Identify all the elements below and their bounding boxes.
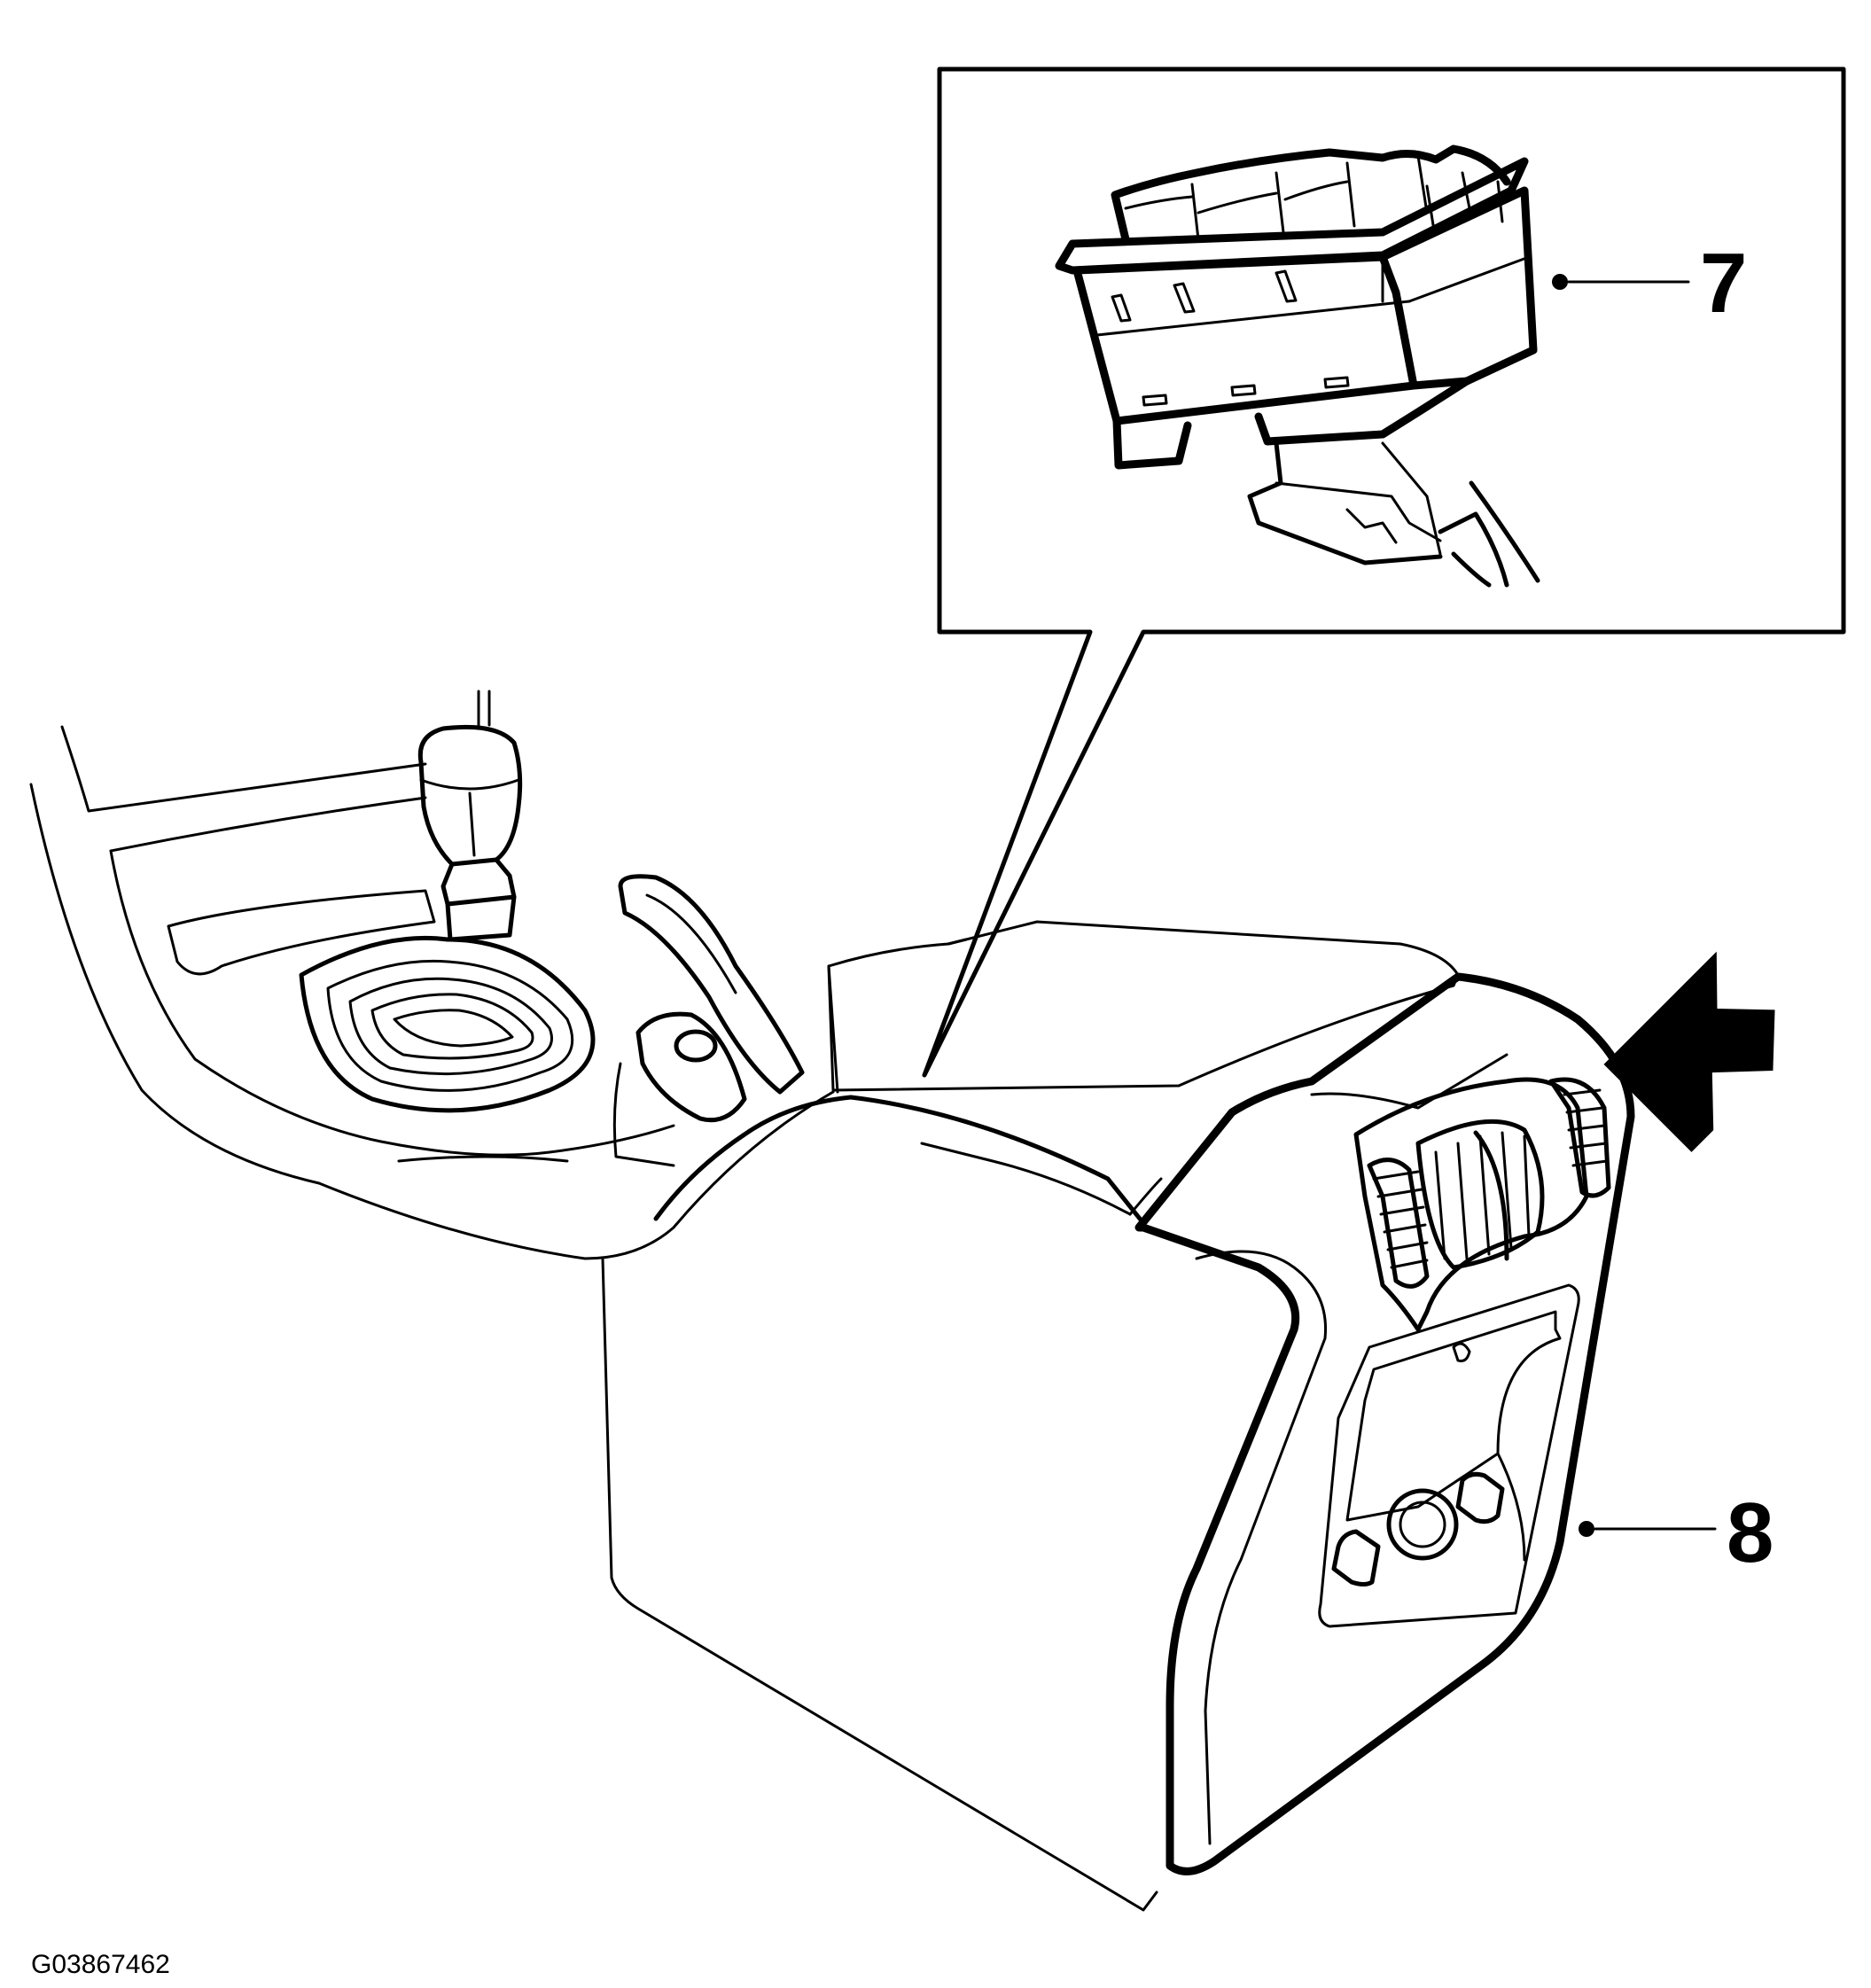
connector-plug (1112, 377, 1471, 470)
panel-right-button (1455, 1471, 1505, 1524)
rocker-buttons (1111, 144, 1511, 244)
module-side-face (1378, 186, 1538, 390)
module-flange (1055, 157, 1529, 275)
console-upper-skin (653, 1095, 1146, 1226)
console-rear-trim (1134, 972, 1635, 1875)
inset-frame (922, 66, 1846, 1078)
gear-boot (299, 935, 596, 1113)
callout-7: 7 (1552, 236, 1747, 331)
detail-inset: 7 (922, 66, 1846, 1078)
callout-label-8: 8 (1727, 1485, 1774, 1580)
console-side-panel (601, 1257, 1158, 1912)
armrest-lid (827, 920, 1460, 1092)
rear-air-vents (1353, 1077, 1611, 1332)
leader-dot-icon (1552, 274, 1568, 290)
handbrake-base (635, 1011, 747, 1123)
callout-label-7: 7 (1700, 236, 1747, 331)
tunnel-outline (29, 783, 835, 1260)
gear-shifter-area (29, 690, 835, 1260)
view-direction-arrow (1603, 951, 1775, 1152)
panel-center-knob (1386, 1488, 1459, 1561)
panel-left-button (1331, 1529, 1381, 1587)
callout-8: 8 (1579, 1485, 1774, 1580)
switch-module (1055, 144, 1540, 588)
console-body: 8 (601, 920, 1774, 1912)
module-front-face (1072, 253, 1418, 425)
leader-dot-icon (1579, 1521, 1594, 1537)
handbrake-lever (618, 874, 805, 1095)
rear-console-panel (1318, 1283, 1580, 1628)
figure-id: G03867462 (31, 1950, 170, 1979)
cable (1438, 480, 1540, 588)
gear-knob (417, 724, 523, 867)
